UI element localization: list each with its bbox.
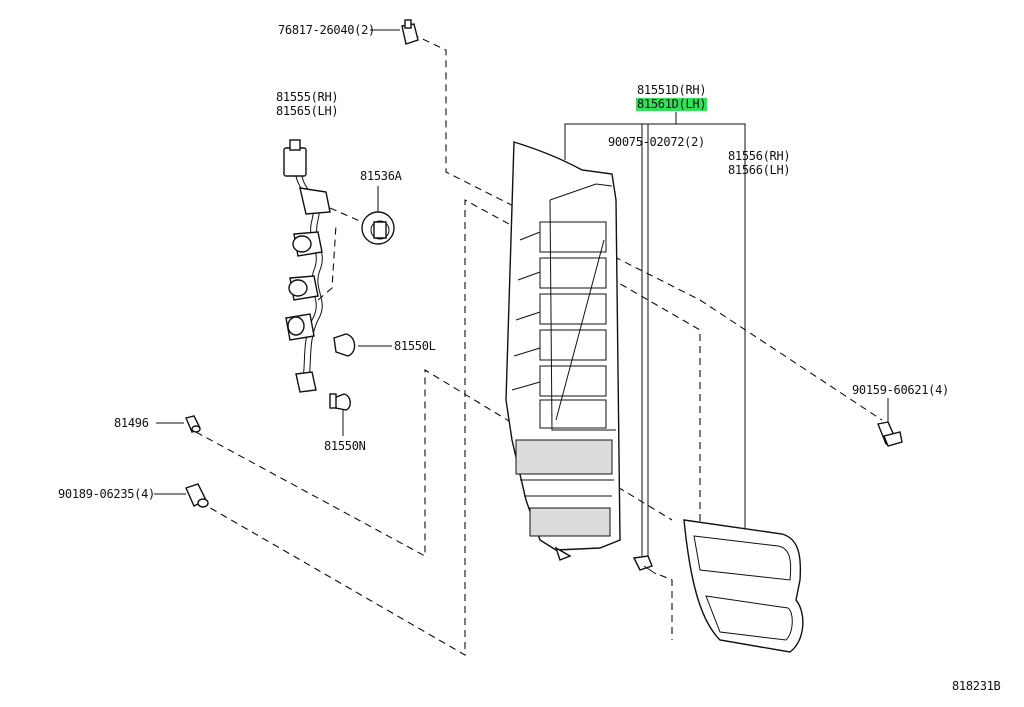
label-81566-lh: 81566(LH)	[728, 163, 791, 177]
wire-harness-part	[283, 139, 331, 393]
label-81496: 81496	[114, 416, 149, 430]
label-81555-rh: 81555(RH)	[276, 90, 339, 104]
label-81565-lh: 81565(LH)	[276, 104, 339, 118]
screw-90075-part	[632, 555, 657, 575]
label-90189-06235: 90189-06235(4)	[58, 487, 155, 501]
diagram-number: 818231B	[952, 679, 1001, 693]
lamp-inner-chambers	[511, 221, 607, 429]
label-90159-60621: 90159-60621(4)	[852, 383, 949, 397]
label-lead-lines	[154, 29, 889, 556]
lens-part	[683, 519, 804, 653]
label-90075-02072: 90075-02072(2)	[608, 135, 705, 149]
label-81561d-lh: 81561D(LH)	[636, 97, 708, 111]
label-81550n: 81550N	[324, 439, 366, 453]
label-81556-rh: 81556(RH)	[728, 149, 791, 163]
nut-81496-part	[185, 415, 201, 433]
bolt-90159-part	[877, 421, 903, 447]
label-81536a: 81536A	[360, 169, 402, 183]
bulb-81550l-part	[333, 333, 356, 357]
label-76817-26040: 76817-26040(2)	[278, 23, 375, 37]
clip-part	[401, 19, 419, 45]
bulb-81550n-part	[329, 393, 351, 411]
socket-81536a-part	[361, 211, 395, 245]
lamp-assembly-part	[505, 141, 621, 561]
label-81550l: 81550L	[394, 339, 436, 353]
label-81551d-rh: 81551D(RH)	[637, 83, 707, 97]
bolt-90189-part	[185, 483, 209, 508]
